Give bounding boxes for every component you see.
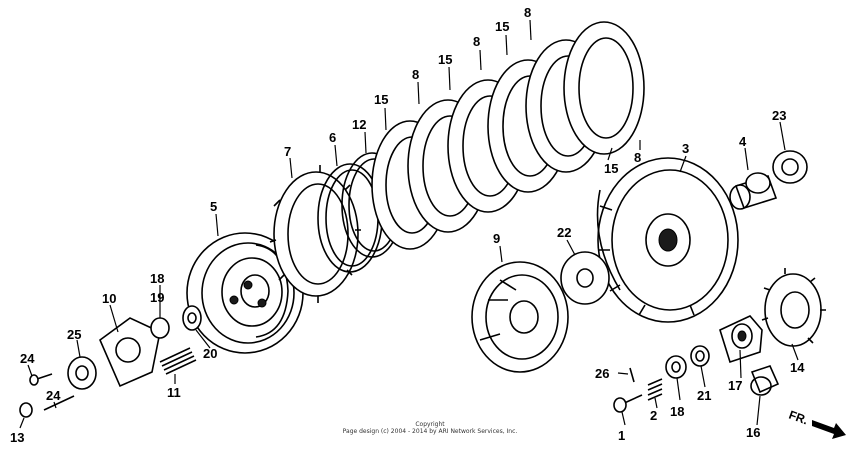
part-10-lifter-plate <box>99 317 161 388</box>
leader-lines <box>19 19 799 429</box>
callout-2: 2 <box>650 408 657 423</box>
part-4-sleeve <box>729 172 778 210</box>
callout-9: 9 <box>493 231 500 246</box>
copyright-notice: Copyright Page design (c) 2004 - 2014 by… <box>300 421 560 435</box>
part-3-clutch-outer <box>596 157 739 323</box>
callout-1: 1 <box>618 428 625 443</box>
callout-15c: 15 <box>495 19 509 34</box>
plate-stack <box>371 21 645 250</box>
callout-20: 20 <box>203 346 217 361</box>
callout-26: 26 <box>595 366 609 381</box>
callout-25: 25 <box>67 327 81 342</box>
callout-5: 5 <box>210 199 217 214</box>
part-23-washer <box>772 150 808 184</box>
callout-8a: 8 <box>412 67 419 82</box>
callouts: 7 6 12 15 8 15 8 15 8 15 8 3 4 23 5 9 22… <box>10 5 805 445</box>
callout-12: 12 <box>352 117 366 132</box>
part-22-thrust-washer <box>560 251 610 305</box>
callout-16: 16 <box>746 425 760 440</box>
callout-8d: 8 <box>634 150 641 165</box>
callout-15a: 15 <box>374 92 388 107</box>
callout-15d: 15 <box>604 161 618 176</box>
part-9-clutch-center <box>471 261 569 373</box>
callout-8c: 8 <box>524 5 531 20</box>
callout-18b: 18 <box>670 404 684 419</box>
part-20-washer <box>182 305 202 331</box>
callout-22: 22 <box>557 225 571 240</box>
callout-11: 11 <box>167 385 181 400</box>
callout-21: 21 <box>697 388 711 403</box>
front-arrow-icon <box>812 420 846 439</box>
part-21-washer <box>690 345 710 367</box>
callout-4: 4 <box>739 134 747 149</box>
callout-13: 13 <box>10 430 24 445</box>
part-14-gear <box>761 268 826 347</box>
part-13-bolt <box>19 402 33 418</box>
part-2-spring <box>647 378 663 401</box>
callout-19: 19 <box>150 290 164 305</box>
copyright-line-2: Page design (c) 2004 - 2014 by ARI Netwo… <box>342 428 518 435</box>
callout-24a: 24 <box>20 351 35 366</box>
callout-8b: 8 <box>473 34 480 49</box>
callout-14: 14 <box>790 360 805 375</box>
callout-10: 10 <box>102 291 116 306</box>
part-26-pin <box>629 367 635 383</box>
callout-6: 6 <box>329 130 336 145</box>
part-16-collar <box>750 365 780 396</box>
part-1-bolt <box>613 394 643 413</box>
part-24-bolt-upper <box>29 373 53 386</box>
part-18-nut <box>665 355 687 379</box>
part-24-bolt-lower <box>43 395 75 411</box>
callout-3: 3 <box>682 141 689 156</box>
part-7-friction-disc <box>269 165 361 303</box>
copyright-line-1: Copyright <box>415 421 445 428</box>
part-11-spring <box>159 347 197 375</box>
front-label: FR. <box>787 408 810 428</box>
callout-15b: 15 <box>438 52 452 67</box>
part-19-nut <box>150 317 170 339</box>
callout-17: 17 <box>728 378 742 393</box>
part-5-pressure-plate <box>186 232 304 354</box>
part-17-drive-assembly <box>719 315 763 364</box>
part-25-bearing <box>67 356 97 390</box>
callout-7: 7 <box>284 144 291 159</box>
callout-23: 23 <box>772 108 786 123</box>
callout-18a: 18 <box>150 271 164 286</box>
front-direction-indicator: FR. <box>787 408 846 439</box>
callout-24b: 24 <box>46 388 61 403</box>
